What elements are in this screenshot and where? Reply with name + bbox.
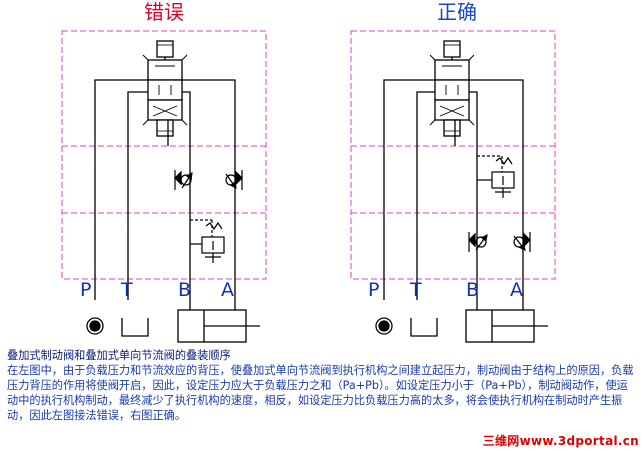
- watermark: 三维网www.3dportal.cn: [482, 434, 639, 448]
- throttle-check-valve-right: [513, 232, 531, 252]
- port-label-t-right: T: [410, 279, 422, 301]
- port-label-b-right: B: [466, 279, 480, 301]
- port-label-a-left: A: [221, 279, 234, 301]
- caption-title: 叠加式制动阀和叠加式单向节流阀的叠装顺序: [7, 349, 231, 362]
- pump-symbol: [375, 317, 393, 335]
- port-label-p-right: P: [368, 279, 380, 301]
- throttle-check-valve-left: [468, 232, 488, 252]
- directional-valve: [429, 40, 475, 137]
- stack-outline: [350, 30, 556, 280]
- port-label-b-left: B: [178, 279, 192, 301]
- throttle-check-valve-left: [174, 170, 193, 190]
- directional-valve: [142, 40, 188, 137]
- caption: 叠加式制动阀和叠加式单向节流阀的叠装顺序 在左图中，由于负载压力和节流效应的背压…: [7, 348, 637, 423]
- brake-valve: [477, 155, 515, 198]
- flow-lines: [383, 79, 524, 300]
- tank-symbol: [121, 318, 149, 337]
- tank-symbol: [410, 318, 438, 337]
- stack-outline: [61, 30, 267, 280]
- pump-symbol: [86, 317, 104, 335]
- brake-valve: [190, 219, 225, 263]
- throttle-check-valve-right: [225, 170, 243, 190]
- title-wrong: 错误: [144, 0, 184, 24]
- port-label-a-right: A: [510, 279, 523, 301]
- port-label-t-left: T: [121, 279, 133, 301]
- left-stack: [61, 30, 267, 343]
- port-label-p-left: P: [80, 279, 92, 301]
- right-stack: [350, 30, 556, 343]
- caption-body: 在左图中，由于负载压力和节流效应的背压，使叠加式单向节流阀到执行机构之间建立起压…: [7, 364, 634, 422]
- flow-lines: [94, 79, 236, 300]
- cylinder-symbol: [465, 300, 548, 343]
- title-correct: 正确: [437, 0, 477, 24]
- cylinder-symbol: [177, 300, 260, 343]
